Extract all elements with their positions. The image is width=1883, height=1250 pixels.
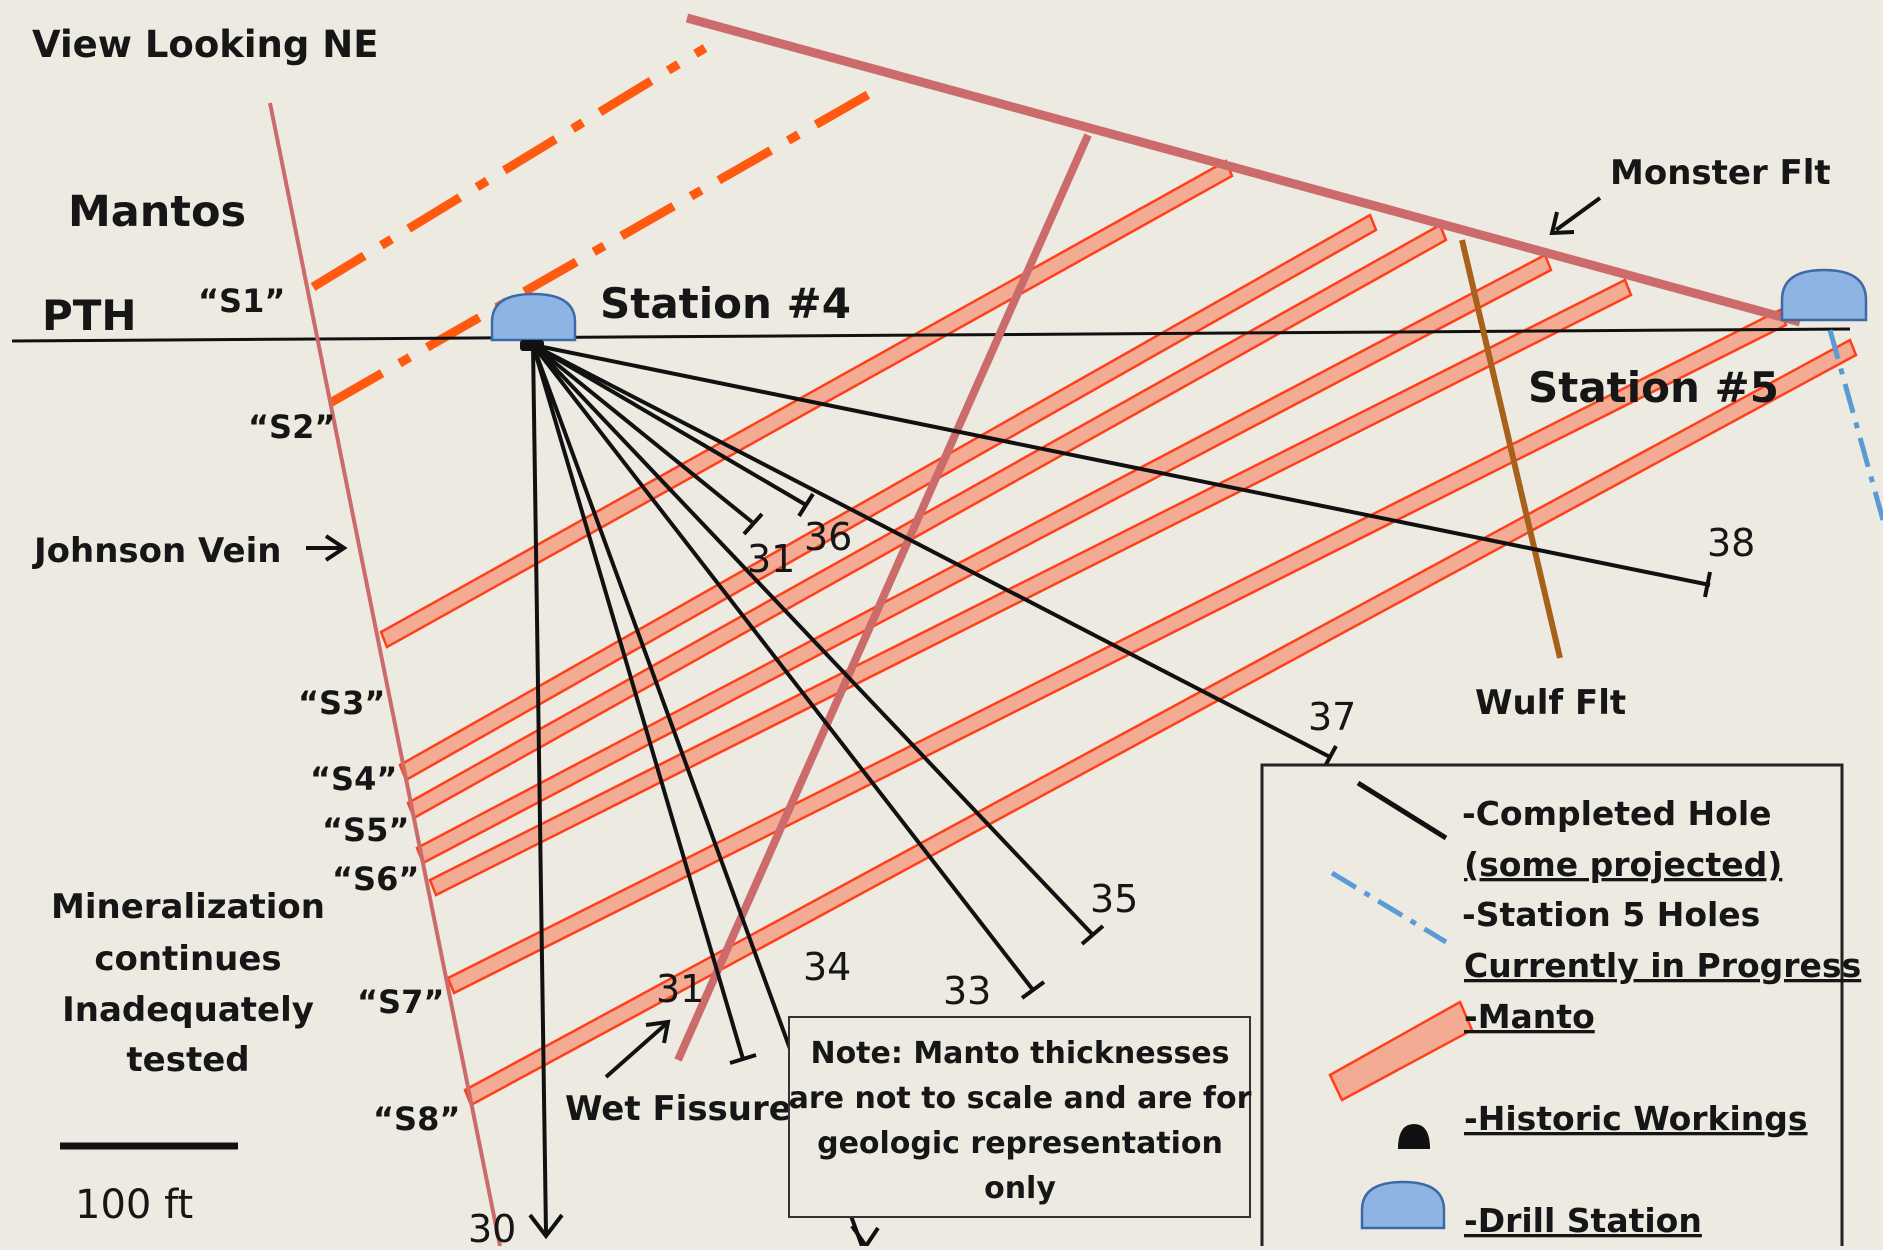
wet-fissure-line xyxy=(674,133,1092,1062)
wet-fissure-arrow-head xyxy=(645,1019,671,1044)
dash-dot-veins xyxy=(310,44,888,407)
legend-in-progress-label: Currently in Progress xyxy=(1464,946,1861,985)
hole-31-upper xyxy=(531,343,754,524)
hole-number-labels: 30 31 31 33 34 35 36 37 38 xyxy=(468,515,1755,1250)
legend-drill-station-icon xyxy=(1360,1180,1446,1230)
station-5-label: Station #5 xyxy=(1528,363,1779,412)
hole-label-33: 33 xyxy=(943,969,991,1013)
hole-31-lower xyxy=(531,344,745,1060)
legend: -Completed Hole (some projected) -Statio… xyxy=(1260,763,1861,1250)
hole-38-cap xyxy=(1703,571,1712,598)
hole-label-34: 34 xyxy=(803,945,851,989)
hole-label-37: 37 xyxy=(1308,695,1356,739)
hole-label-36: 36 xyxy=(804,515,852,559)
hole-33-cap xyxy=(1020,980,1046,1000)
legend-station5-hole-symbol xyxy=(1330,870,1448,945)
mineralization-line-1: Mineralization xyxy=(51,887,325,927)
wulf-fault-label: Wulf Flt xyxy=(1475,683,1626,723)
manto-label-s1: “S1” xyxy=(198,282,285,320)
hole-31-upper-cap xyxy=(742,512,764,536)
mineralization-line-2: continues xyxy=(94,939,281,979)
legend-manto-symbol xyxy=(1328,1000,1474,1102)
manto-band-5 xyxy=(428,278,1633,897)
hole-36-cap xyxy=(797,492,815,518)
pointer-arrows xyxy=(306,196,1602,1079)
drill-station-icon xyxy=(490,292,577,342)
manto-label-s4: “S4” xyxy=(310,760,397,798)
station-4-label: Station #4 xyxy=(600,279,851,328)
drill-station-4 xyxy=(490,292,577,351)
legend-station5-holes-label: -Station 5 Holes xyxy=(1462,895,1760,934)
johnson-vein-line xyxy=(268,102,502,1247)
johnson-vein-label: Johnson Vein xyxy=(32,531,281,571)
hole-31-lower-cap xyxy=(729,1053,757,1065)
legend-historic-workings-label: -Historic Workings xyxy=(1464,1099,1808,1138)
manto-bands xyxy=(379,159,1858,1107)
faults xyxy=(268,13,1802,1247)
manto-label-s8: “S8” xyxy=(373,1100,460,1138)
wulf-fault-line xyxy=(1459,239,1563,659)
mineralization-line-4: tested xyxy=(126,1040,249,1080)
note-box-frame xyxy=(788,1016,1251,1218)
wet-fissure-arrow-shaft xyxy=(604,1022,668,1079)
legend-completed-hole-label: -Completed Hole xyxy=(1462,794,1772,833)
note-line-3: geologic representation xyxy=(817,1126,1223,1161)
legend-historic-workings-icon xyxy=(1398,1124,1430,1149)
manto-labels: “S1” “S2” “S3” “S4” “S5” “S6” “S7” “S8” xyxy=(198,282,460,1138)
drill-holes xyxy=(528,343,1712,1250)
vein-s1-upper xyxy=(310,44,708,291)
hole-label-31-upper: 31 xyxy=(747,537,795,581)
hole-label-35: 35 xyxy=(1090,877,1138,921)
vein-s2-upper xyxy=(327,81,888,407)
pth-label: PTH xyxy=(42,291,137,340)
manto-band-1 xyxy=(379,159,1234,649)
legend-some-projected-label: (some projected) xyxy=(1464,845,1782,884)
note-line-2: are not to scale and are for xyxy=(789,1081,1252,1116)
drill-station-5 xyxy=(1780,268,1868,322)
hole-37 xyxy=(532,343,1331,759)
manto-label-s5: “S5” xyxy=(322,811,409,849)
johnson-arrow-head xyxy=(324,534,348,562)
note-line-4: only xyxy=(984,1171,1056,1206)
hole-35 xyxy=(531,343,1095,937)
monster-arrow-head xyxy=(1549,211,1575,236)
legend-manto-label: -Manto xyxy=(1464,997,1595,1036)
hole-34-arrowhead xyxy=(850,1224,880,1250)
mineralization-line-3: Inadequately xyxy=(62,990,314,1030)
monster-fault-line xyxy=(685,13,1802,327)
historic-workings-icon xyxy=(520,340,544,351)
hole-30 xyxy=(531,344,548,1234)
hole-35-cap xyxy=(1080,924,1105,946)
scale-label: 100 ft xyxy=(75,1182,193,1228)
legend-frame xyxy=(1260,763,1844,1250)
station5-hole xyxy=(1827,329,1883,521)
hole-33 xyxy=(531,343,1035,992)
drill-station-icon xyxy=(1780,268,1868,322)
hole-label-38: 38 xyxy=(1707,521,1755,565)
hole-30-arrowhead xyxy=(528,1213,564,1240)
hole-38 xyxy=(532,343,1711,587)
mantos-label: Mantos xyxy=(68,187,246,237)
manto-label-s6: “S6” xyxy=(332,860,419,898)
hole-36 xyxy=(531,343,808,507)
manto-label-s7: “S7” xyxy=(357,983,444,1021)
mineralization-note: Mineralization continues Inadequately te… xyxy=(51,887,325,1080)
note-box: Note: Manto thicknesses are not to scale… xyxy=(788,1016,1252,1218)
note-line-1: Note: Manto thicknesses xyxy=(810,1036,1229,1071)
manto-label-s3: “S3” xyxy=(298,684,385,722)
monster-fault-label: Monster Flt xyxy=(1610,153,1831,193)
monster-arrow-shaft xyxy=(1554,196,1602,232)
manto-label-s2: “S2” xyxy=(248,408,335,446)
wet-fissure-label: Wet Fissure xyxy=(565,1089,792,1129)
view-label: View Looking NE xyxy=(32,23,378,66)
hole-label-31-lower: 31 xyxy=(656,967,704,1011)
hole-label-30: 30 xyxy=(468,1207,516,1246)
legend-completed-hole-symbol xyxy=(1356,780,1448,841)
legend-drill-station-label: -Drill Station xyxy=(1464,1201,1702,1240)
